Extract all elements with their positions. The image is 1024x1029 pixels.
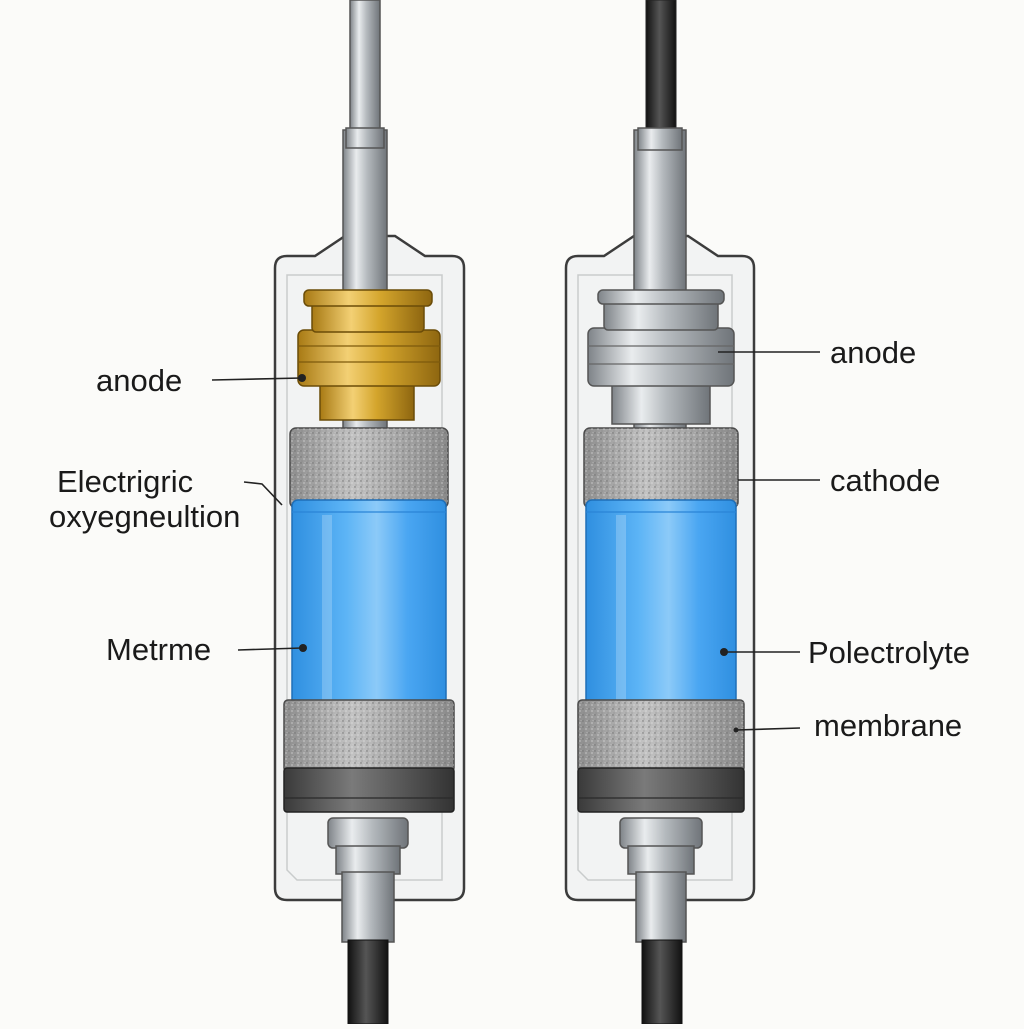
label-cathode-right: cathode [830,463,940,498]
label-anode-right: anode [830,335,916,370]
electrolyte-left [291,499,447,713]
base-ring [577,767,745,813]
bottom-cable [347,939,389,1025]
label-anode-left: anode [96,363,182,398]
label-middle-left-line2: oxyegneultion [49,499,240,534]
label-membrane-right: membrane [814,708,962,743]
top-cable [349,0,381,136]
bottom-cable [641,939,683,1025]
bottom-fitting [619,817,703,943]
label-middle-left-line1: Electrigric [57,464,193,499]
sensor-right: anode cathode Polectrolyte membrane [564,0,970,1025]
bottom-fitting [327,817,409,943]
top-cable [645,0,677,136]
base-ring [283,767,455,813]
label-lower-left: Metrme [106,632,211,667]
anode-collar-silver [587,289,735,425]
anode-collar-brass [297,289,441,421]
sensor-left: anode Electrigric oxyegneultion Metrme [49,0,466,1025]
electrolyte-right [585,499,737,713]
label-electrolyte-right: Polectrolyte [808,635,970,670]
